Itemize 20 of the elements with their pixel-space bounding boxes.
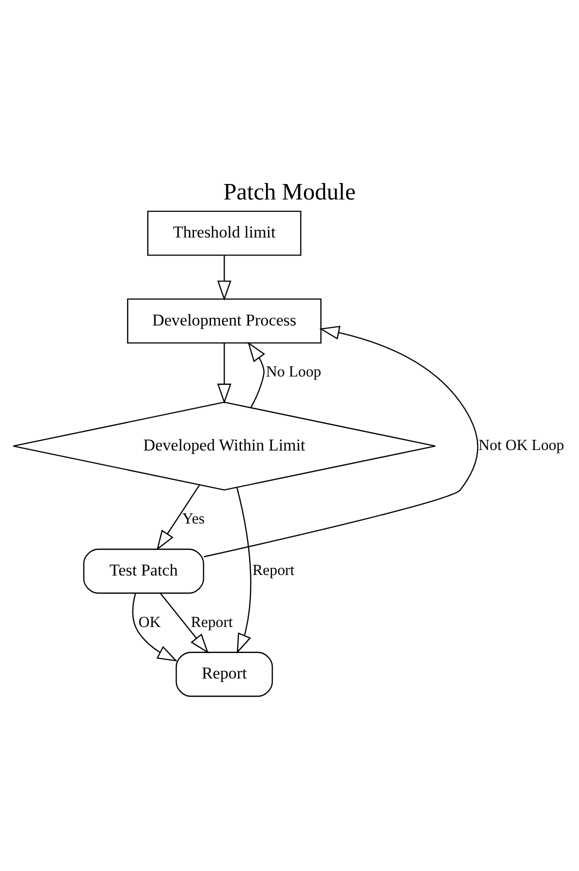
diagram-title: Patch Module bbox=[223, 178, 356, 205]
node-box: Threshold limit bbox=[147, 210, 302, 256]
node-diamond: Developed Within Limit bbox=[12, 401, 436, 490]
edge-label: Report bbox=[190, 613, 233, 630]
edge-label: OK bbox=[138, 613, 161, 630]
arrow bbox=[217, 342, 232, 404]
edge-label: Report bbox=[252, 562, 294, 579]
arrow bbox=[204, 325, 478, 557]
arrow bbox=[217, 255, 232, 300]
arrow bbox=[236, 486, 252, 654]
node-box: Report bbox=[176, 651, 273, 696]
edge-label: Yes bbox=[182, 510, 205, 528]
node-box: Test Patch bbox=[83, 548, 204, 594]
edge-label: Not OK Loop bbox=[478, 436, 564, 454]
edge-label: No Loop bbox=[266, 363, 322, 380]
node-box: Development Process bbox=[127, 298, 322, 344]
arrow bbox=[248, 341, 266, 408]
arrow bbox=[156, 484, 200, 550]
arrow bbox=[132, 592, 178, 662]
arrow bbox=[160, 592, 209, 654]
